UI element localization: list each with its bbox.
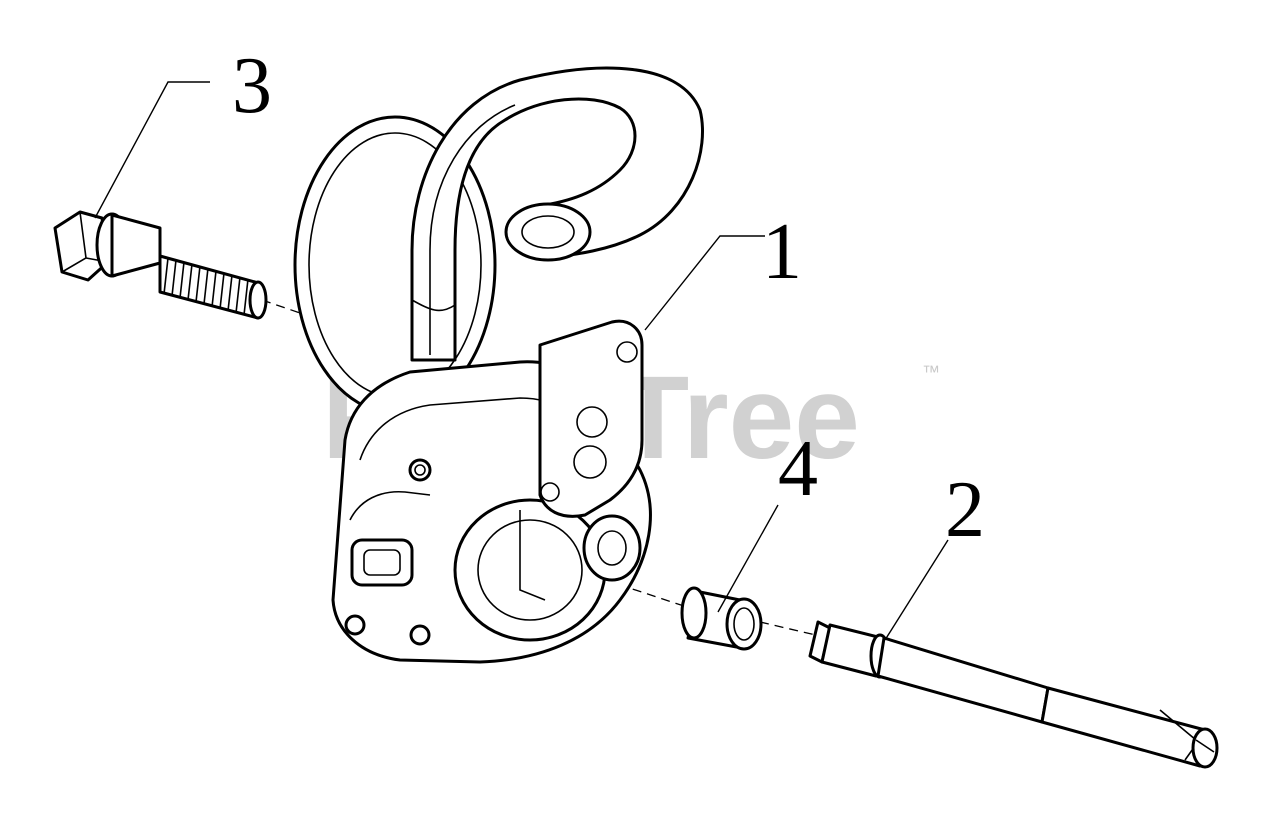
callout-3-leader bbox=[94, 81, 210, 219]
callout-1-leader bbox=[644, 235, 765, 331]
callout-1[interactable]: 1 bbox=[762, 208, 802, 296]
bushing-icon[interactable] bbox=[680, 586, 763, 651]
callout-2-leader bbox=[884, 539, 949, 641]
callout-4-leader bbox=[717, 504, 779, 613]
callout-3[interactable]: 3 bbox=[232, 42, 272, 130]
oil-pump-assembly-icon[interactable] bbox=[293, 66, 704, 664]
callout-4[interactable]: 4 bbox=[778, 425, 818, 513]
drive-shaft-icon[interactable] bbox=[808, 620, 1219, 769]
watermark-trademark: ™ bbox=[922, 362, 940, 382]
flange-bolt-icon[interactable] bbox=[53, 210, 268, 320]
callout-2[interactable]: 2 bbox=[945, 466, 985, 554]
